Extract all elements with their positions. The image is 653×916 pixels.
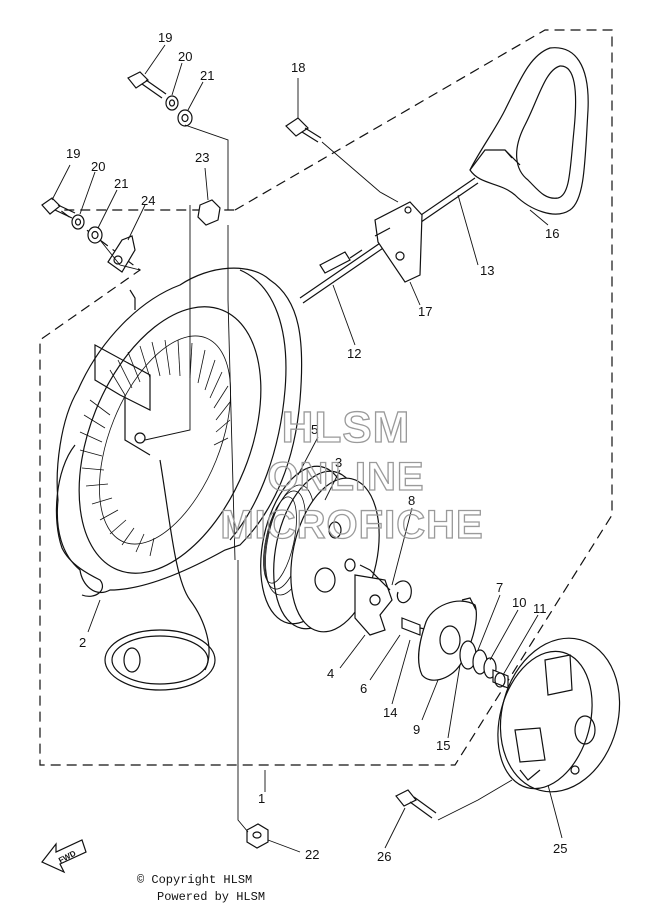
bolt-19b [41,197,76,219]
label-9: 9 [413,722,420,737]
washer-20b [71,214,85,230]
label-10: 10 [512,595,526,610]
part-number-labels: 19 20 21 18 19 20 21 23 24 16 13 17 12 5… [66,30,567,864]
label-4: 4 [327,666,334,681]
label-16: 16 [545,226,559,241]
washer-stack [459,640,509,689]
bolt-18 [285,117,322,143]
copyright-line-1: © Copyright HLSM [137,873,252,887]
label-11: 11 [533,601,547,616]
watermark-line-1: HLSM [282,403,411,452]
label-3: 3 [335,455,342,470]
watermark-line-3: MICROFICHE [220,503,483,547]
label-19a: 19 [158,30,172,45]
clip-24 [107,235,136,273]
washer-20a [165,95,179,111]
label-24: 24 [141,193,155,208]
label-8: 8 [408,493,415,508]
fwd-arrow-icon: FWD [41,839,87,874]
starter-case [55,267,303,691]
rope-guide-bracket [374,201,423,283]
label-19b: 19 [66,146,80,161]
label-21b: 21 [114,176,128,191]
washer-21b [87,226,103,244]
label-18: 18 [291,60,305,75]
starter-pulley [497,637,621,793]
label-20b: 20 [91,159,105,174]
nut-23 [197,199,221,226]
ratchet-assembly [354,564,412,636]
rope-end [319,227,391,274]
washer-21a [177,109,193,127]
label-15: 15 [436,738,450,753]
label-22: 22 [305,847,319,862]
label-20a: 20 [178,49,192,64]
copyright-line-2: Powered by HLSM [157,890,265,904]
starter-handle [469,47,589,215]
label-17: 17 [418,304,432,319]
bolt-19a [127,71,167,99]
assembly-lines [99,124,513,833]
label-5: 5 [311,422,318,437]
label-26: 26 [377,849,391,864]
label-7: 7 [496,580,503,595]
label-2: 2 [79,635,86,650]
label-14: 14 [383,705,397,720]
nut-22 [246,823,269,849]
watermark-line-2: ONLINE [267,455,424,499]
leader-lines [51,44,563,853]
label-13: 13 [480,263,494,278]
label-1: 1 [258,791,265,806]
label-12: 12 [347,346,361,361]
label-21a: 21 [200,68,214,83]
label-23: 23 [195,150,209,165]
watermark: HLSM ONLINE MICROFICHE [220,402,484,547]
label-6: 6 [360,681,367,696]
label-25: 25 [553,841,567,856]
bolt-26 [395,789,437,819]
